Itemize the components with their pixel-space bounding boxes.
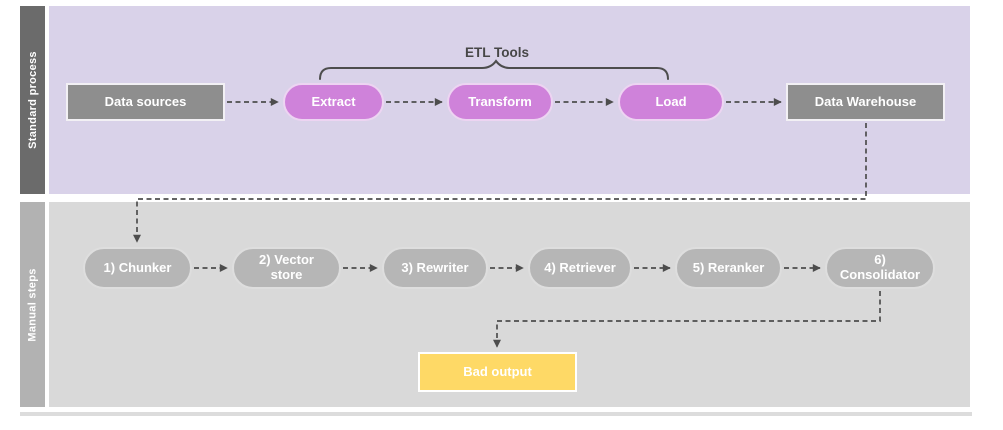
lane-header-manual-steps: Manual steps xyxy=(20,202,45,407)
node-extract[interactable]: Extract xyxy=(283,83,384,121)
lane-header-standard-process: Standard process xyxy=(20,6,45,194)
lane-label-standard-process: Standard process xyxy=(26,51,39,149)
node-retriever[interactable]: 4) Retriever xyxy=(528,247,632,289)
node-chunker[interactable]: 1) Chunker xyxy=(83,247,192,289)
node-load[interactable]: Load xyxy=(618,83,724,121)
node-data-sources[interactable]: Data sources xyxy=(66,83,225,121)
node-bad-output[interactable]: Bad output xyxy=(418,352,577,392)
node-rewriter[interactable]: 3) Rewriter xyxy=(382,247,488,289)
bottom-divider xyxy=(20,412,972,416)
etl-tools-group-label: ETL Tools xyxy=(465,45,529,60)
lane-label-manual-steps: Manual steps xyxy=(26,267,39,342)
node-vector-store[interactable]: 2) Vector store xyxy=(232,247,341,289)
node-reranker[interactable]: 5) Reranker xyxy=(675,247,782,289)
node-transform[interactable]: Transform xyxy=(447,83,553,121)
node-data-warehouse[interactable]: Data Warehouse xyxy=(786,83,945,121)
node-consolidator[interactable]: 6) Consolidator xyxy=(825,247,935,289)
